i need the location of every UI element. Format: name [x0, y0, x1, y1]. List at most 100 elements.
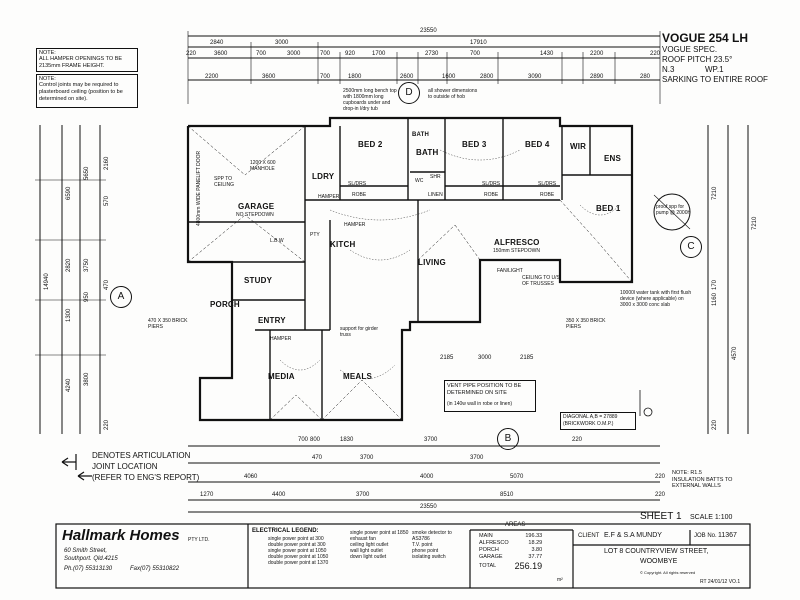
room-wir: WIR — [570, 142, 587, 151]
dim-top-overall: 23550 — [420, 28, 437, 34]
dim-top-r2-5: 920 — [345, 51, 356, 57]
dim-bot-r3-0: 4060 — [244, 474, 258, 480]
dim-right-0: 7210 — [712, 186, 718, 200]
dim-left-8: 950 — [84, 291, 90, 302]
dim-top-r2-10: 2200 — [590, 51, 604, 57]
dim-top-r1-0: 2840 — [210, 40, 224, 46]
note-brick-piers-2: 350 X 350 BRICK PIERS — [566, 318, 606, 330]
dim-left-11: 3800 — [84, 372, 90, 386]
job-label: JOB No. — [694, 533, 717, 539]
revision: RT 24/01/12 VO.1 — [700, 579, 741, 585]
legend-item-11: T.V. point — [412, 542, 433, 548]
room-garage: GARAGE — [238, 202, 275, 211]
room-bed3: BED 3 — [462, 140, 487, 149]
dim-bot-r3-2: 5070 — [510, 474, 524, 480]
note-diagonal-sub: (BRICKWORK O.M.P.) — [563, 421, 614, 427]
dim-bot-r1-3: 3700 — [424, 437, 438, 443]
area-value: 3.80 — [531, 546, 543, 553]
company-address-1: 60 Smith Street, — [64, 548, 108, 554]
dim-top-r3-7: 3090 — [528, 74, 542, 80]
job-number: 11367 — [718, 532, 737, 539]
dim-top-r2-11: 220 — [650, 51, 661, 57]
articulation-2: JOINT LOCATION — [92, 462, 158, 471]
dim-left-10: 4240 — [66, 378, 72, 392]
area-label: PORCH — [479, 546, 499, 553]
note-vent-pipe: VENT PIPE POSITION TO BE DETERMINED ON S… — [447, 383, 522, 396]
dim-top-r2-0: 220 — [186, 51, 197, 57]
dim-right-3: 1160 — [712, 293, 718, 306]
roof-pitch-text: ROOF PITCH 23.5° — [662, 55, 733, 64]
note-vent-box — [444, 380, 536, 412]
note-control-box — [36, 74, 138, 108]
dim-bot-r2-5: 3700 — [470, 455, 484, 461]
dim-left-12: 220 — [104, 419, 110, 430]
legend-item-8: wall light outlet — [350, 548, 383, 554]
area-label: TOTAL — [479, 562, 497, 569]
room-bath-2: BATH — [416, 148, 439, 157]
spec-text: VOGUE SPEC. — [662, 45, 718, 54]
label-robe-2: ROBE — [484, 192, 499, 198]
dim-left-4: 14940 — [44, 273, 50, 290]
company-fax: Fax(07) 55310822 — [130, 566, 180, 572]
area-value: 37.77 — [528, 553, 543, 560]
dim-top-r3-0: 2200 — [205, 74, 219, 80]
client-label: CLIENT — [578, 533, 600, 539]
dim-top-r1-1: 3000 — [275, 40, 289, 46]
dim-bot-r4-3: 8510 — [500, 492, 514, 498]
legend-item-1: double power point at 300 — [268, 542, 326, 548]
sheet-scale: SCALE 1:100 — [690, 514, 733, 521]
wp-rating: WP.1 — [705, 65, 724, 74]
dim-right-1: 7210 — [752, 216, 758, 230]
label-wc: WC — [415, 178, 424, 184]
room-kitch: KITCH — [330, 240, 356, 249]
dim-right-4: 4570 — [732, 346, 738, 360]
dim-bot-r4-4: 220 — [655, 492, 666, 498]
dim-bot-r1-2: 1830 — [340, 437, 354, 443]
dim-top-r2-4: 700 — [320, 51, 331, 57]
grid-ref-d: D — [398, 82, 420, 104]
label-pty: PTY — [310, 232, 320, 238]
client-line3: WOOMBYE — [640, 558, 678, 565]
label-hamper-3: HAMPER — [270, 336, 292, 342]
dim-bot-r3-1: 4000 — [420, 474, 434, 480]
label-lbw: L.B.W — [270, 238, 284, 244]
note-insulation: NOTE: R1.5 INSULATION BATTS TO EXTERNAL … — [672, 470, 733, 490]
label-hamper-1: HAMPER — [318, 194, 340, 200]
sarking-text: SARKING TO ENTIRE ROOF — [662, 75, 768, 84]
note-water-tank: 10000l water tank with first flush devic… — [620, 290, 692, 308]
dim-top-r3-1: 3600 — [262, 74, 276, 80]
area-label: MAIN — [479, 533, 493, 539]
dim-top-r3-8: 2890 — [590, 74, 604, 80]
dim-top-r3-3: 1800 — [348, 74, 362, 80]
dim-left-2: 2160 — [104, 156, 110, 170]
dim-left-9: 1300 — [66, 308, 72, 322]
dim-top-r2-1: 3600 — [214, 51, 228, 57]
note-hamper-head: NOTE: — [39, 50, 56, 56]
areas-unit: m² — [557, 577, 563, 583]
legend-item-10: smoke detector to AS3786 — [412, 530, 452, 542]
dim-top-r3-4: 2600 — [400, 74, 414, 80]
dim-bot-r2-2: 2185 — [440, 355, 454, 361]
legend-item-6: exhaust fan — [350, 536, 376, 542]
dim-left-5: 2820 — [66, 258, 72, 272]
copyright: © Copyright. All rights reserved — [640, 570, 696, 575]
dim-left-6: 3750 — [84, 258, 90, 272]
note-control-head: NOTE: — [39, 76, 56, 82]
label-sldrs-3: SL/DRS — [538, 181, 557, 187]
legend-item-12: phone point — [412, 548, 439, 554]
note-ceiling-trusses: CEILING TO U/S OF TRUSSES — [522, 275, 560, 287]
note-brick-piers-1: 470 X 350 BRICK PIERS — [148, 318, 188, 330]
legend-item-13: isolating switch — [412, 554, 446, 560]
label-robe-3: ROBE — [540, 192, 555, 198]
dim-bot-r4-0: 1270 — [200, 492, 214, 498]
areas-heading: AREAS — [505, 522, 526, 528]
dim-bot-r2-1: 3700 — [360, 455, 374, 461]
room-study: STUDY — [244, 276, 273, 285]
dim-bot-r4-2: 3700 — [356, 492, 370, 498]
note-diagonal-box — [560, 412, 636, 430]
room-living: LIVING — [418, 258, 446, 267]
dim-top-r2-6: 1700 — [372, 51, 386, 57]
